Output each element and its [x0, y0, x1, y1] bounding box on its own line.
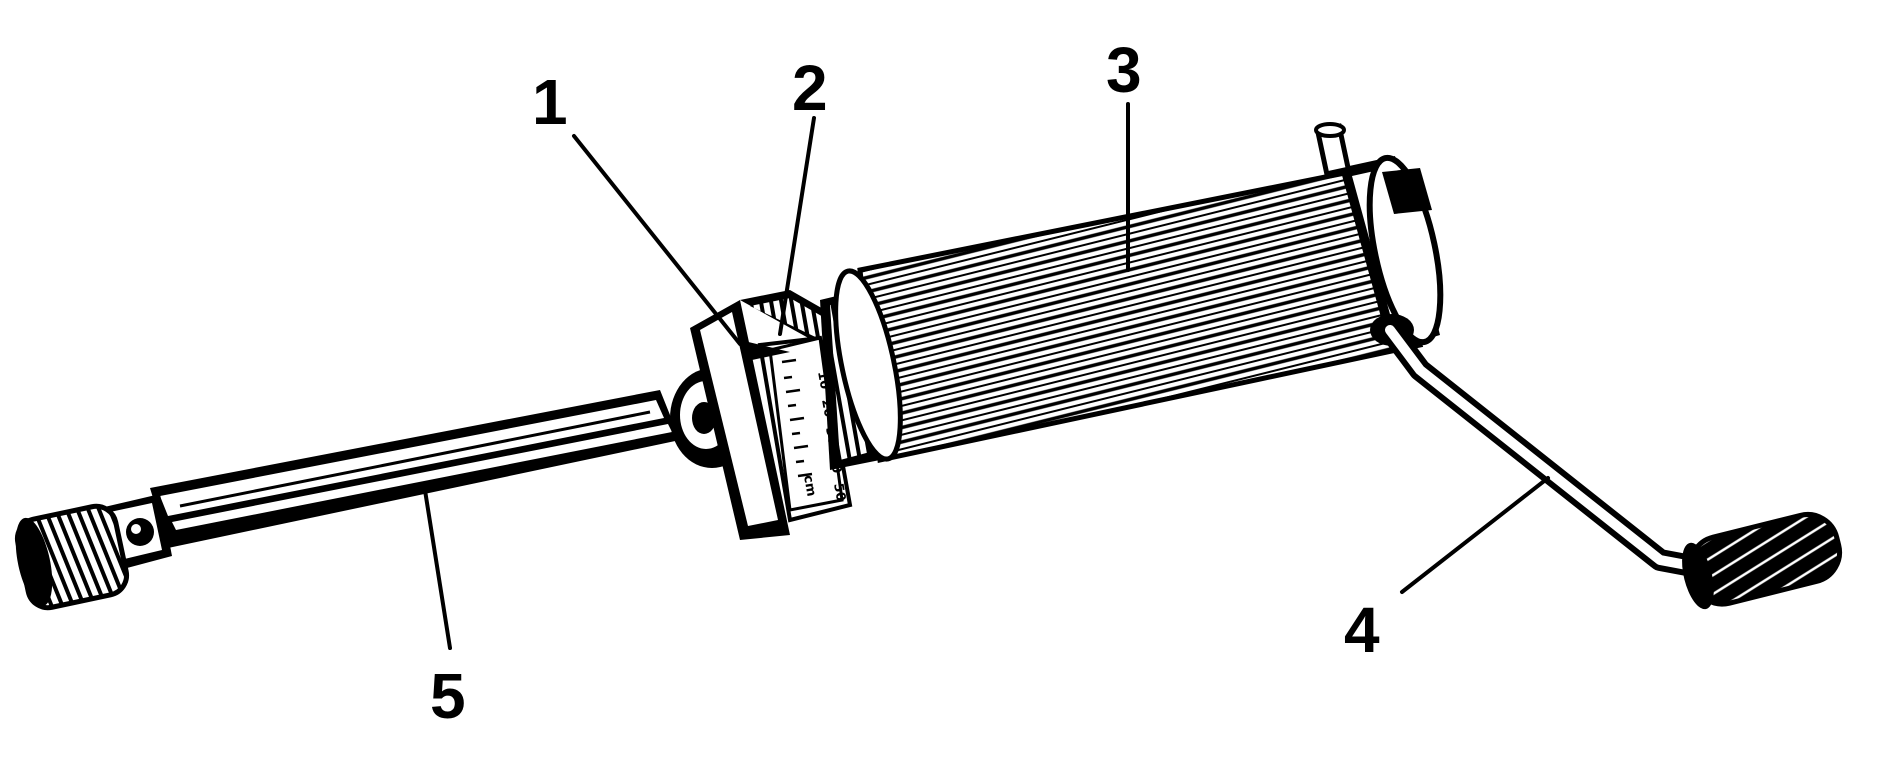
cylinder-end-cap — [1314, 122, 1444, 350]
leader-line-5 — [422, 482, 452, 650]
callout-label-3: 3 — [1106, 34, 1142, 106]
scale-pointer — [740, 340, 790, 360]
shaft-tube — [150, 390, 680, 548]
leader-line-2 — [778, 116, 816, 336]
scale-unit-cm: cm — [800, 474, 818, 498]
callout-label-5: 5 — [430, 660, 466, 732]
ribbed-cylinder — [833, 165, 1424, 464]
crank-handle — [1370, 314, 1843, 610]
scale-tick-50: 50 — [830, 482, 848, 502]
socket-end-cap — [14, 494, 172, 611]
callout-label-1: 1 — [532, 66, 568, 138]
callout-label-2: 2 — [792, 52, 828, 124]
callout-label-4: 4 — [1344, 594, 1380, 666]
leader-line-1 — [572, 134, 742, 346]
leader-line-4 — [1400, 476, 1550, 594]
